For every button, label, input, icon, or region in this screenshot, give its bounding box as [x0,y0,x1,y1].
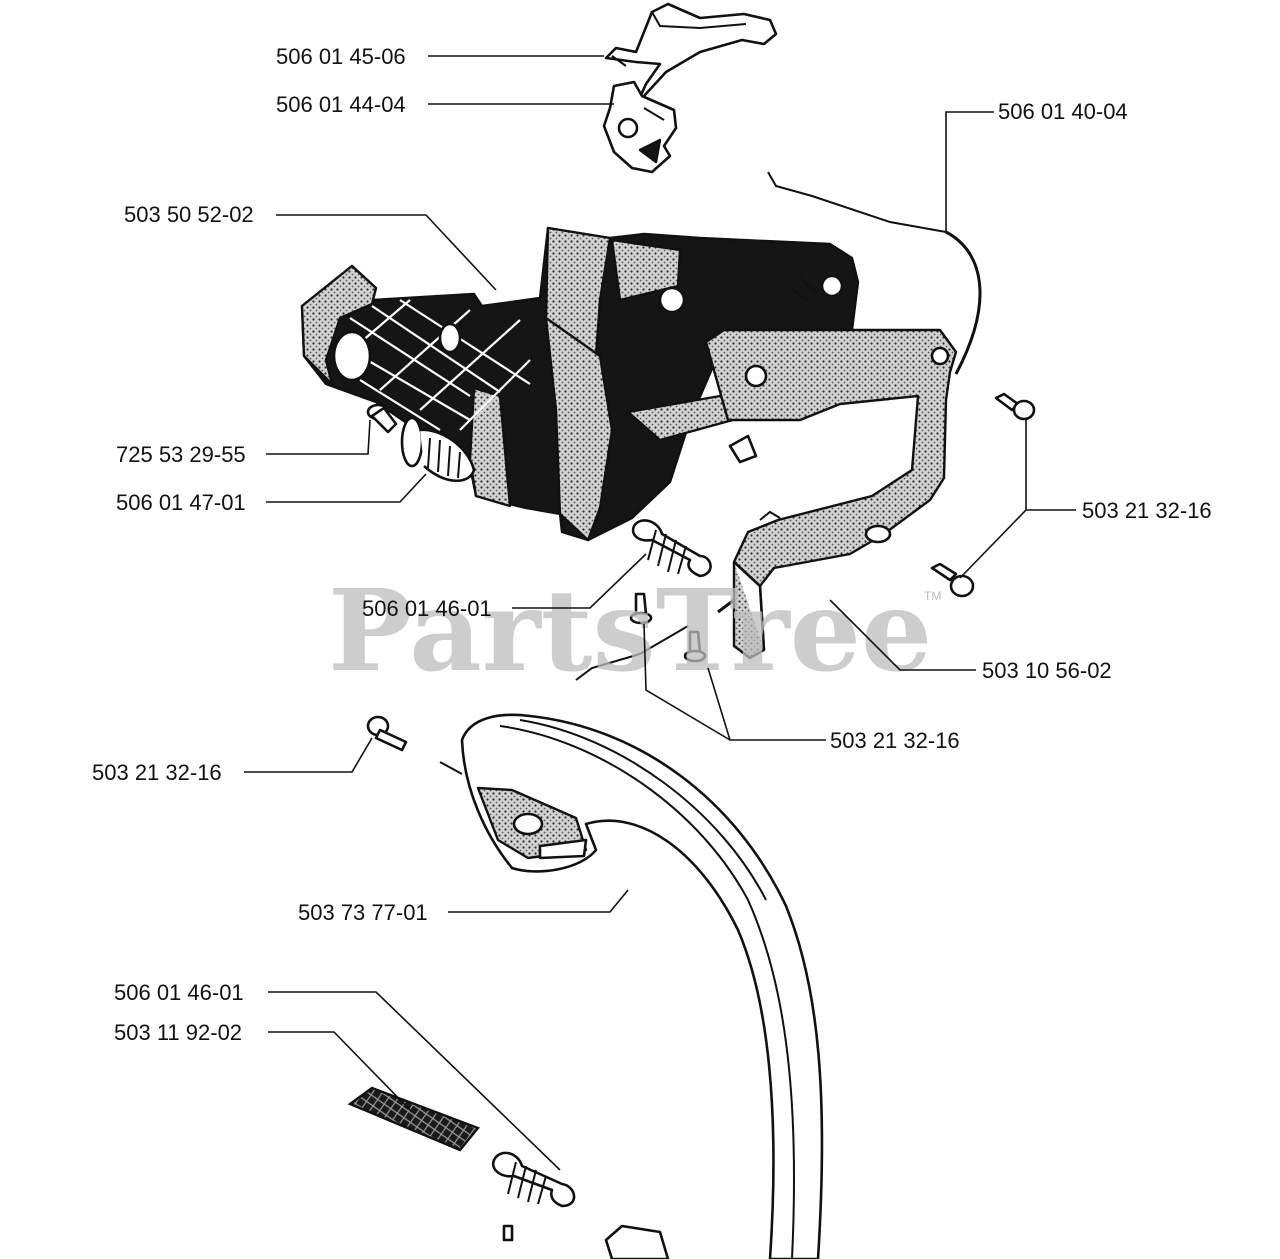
label-throttle-trigger: 506 01 45-06 [276,44,406,69]
brake-link-rod-part [575,598,735,681]
label-brake-wire: 506 01 40-04 [998,99,1128,124]
throttle-trigger-part [604,2,778,108]
screw-503-21-32-16-right-lower-part [930,562,975,598]
screw-503-21-32-16-right-upper-part [994,392,1036,421]
part-labels: 506 01 45-06 506 01 44-04 506 01 40-04 5… [92,44,1212,1045]
label-spring-506-01-47: 506 01 47-01 [116,490,246,515]
hand-guard-part [704,328,958,660]
brake-wire-part [767,171,982,375]
label-screw-center: 503 21 32-16 [830,728,960,753]
spring-506-01-46-lower-part [491,1151,576,1208]
watermark-text: PartsTree [328,566,932,697]
label-throttle-lockout: 506 01 44-04 [276,92,406,117]
label-decal: 503 11 92-02 [114,1020,242,1045]
label-spring-upper: 506 01 46-01 [362,596,492,621]
label-screw-left: 503 21 32-16 [92,760,222,785]
label-screw-725: 725 53 29-55 [116,442,246,467]
screw-725-part [366,403,398,434]
spring-506-01-46-upper-part [631,519,712,578]
label-spring-lower: 506 01 46-01 [114,980,244,1005]
label-front-handle: 503 73 77-01 [298,900,428,925]
decal-plate-part [347,1086,480,1152]
watermark-trademark: TM [924,589,941,603]
screw-503-21-32-16-left-part [366,715,408,752]
label-housing: 503 50 52-02 [124,202,254,227]
throttle-lockout-part [602,80,678,174]
spring-506-01-47-part [400,416,476,482]
label-screw-right: 503 21 32-16 [1082,498,1212,523]
front-handle-part [439,713,824,1259]
chain-brake-housing-part [300,226,860,542]
label-hand-guard: 503 10 56-02 [982,658,1112,683]
screw-503-21-32-16-center-part [629,592,707,663]
leader-lines [244,55,1076,1171]
